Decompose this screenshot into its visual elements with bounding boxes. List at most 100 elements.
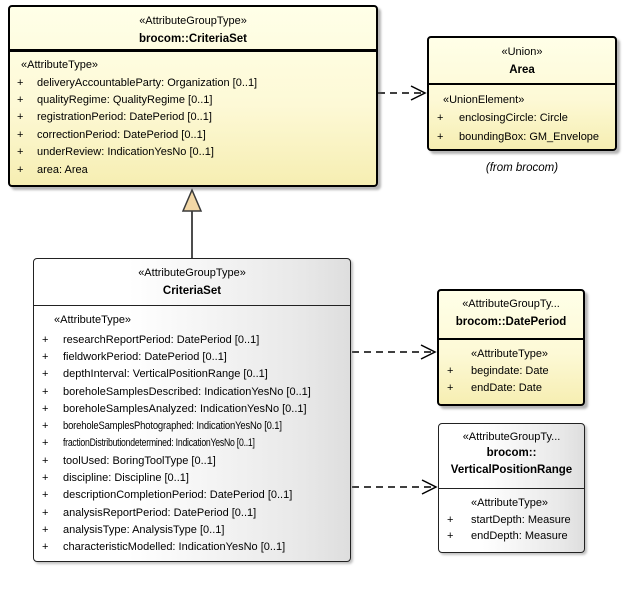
class-stereotype: «AttributeGroupType»: [138, 267, 246, 279]
class-stereotype: «AttributeGroupTy...: [462, 298, 560, 310]
attribute-text: correctionPeriod: DatePeriod [0..1]: [37, 128, 206, 141]
attribute-text: boreholeSamplesAnalyzed: IndicationYesNo…: [63, 402, 307, 415]
dependency-arrow-area[interactable]: [378, 85, 427, 101]
visibility-plus: +: [42, 454, 49, 467]
attribute-text: analysisReportPeriod: DatePeriod [0..1]: [63, 506, 257, 519]
attribute-row: +fractionDistributiondetermined: Indicat…: [42, 435, 350, 452]
attribute-text: begindate: Date: [471, 365, 549, 378]
visibility-plus: +: [17, 94, 24, 107]
attribute-row: +endDate: Date: [447, 380, 583, 397]
attribute-row: + endDepth: Measure: [447, 528, 584, 544]
attribute-row: +analysisReportPeriod: DatePeriod [0..1]: [42, 504, 350, 521]
attribute-row: + researchReportPeriod: DatePeriod [0..1]: [42, 331, 350, 348]
attribute-row: + boreholeSamplesAnalyzed: IndicationYesN…: [42, 400, 350, 417]
section-label: «AttributeType»: [471, 497, 549, 509]
attribute-row: + boreholeSamplesDescribed: IndicationYes…: [42, 383, 350, 400]
visibility-plus: +: [17, 76, 24, 89]
attribute-text: endDepth: Measure: [471, 530, 568, 542]
attribute-text: area: Area: [37, 163, 88, 176]
attribute-text: boreholeSamplesPhotographed: IndicationY…: [63, 420, 282, 433]
dependency-arrow-dateperiod[interactable]: [352, 344, 437, 360]
attribute-row: + characteristicModelled: IndicationYesNo…: [42, 539, 350, 556]
attribute-row: + analysisType: AnalysisType [0..1]: [42, 521, 350, 538]
attribute-text: descriptionCompletionPeriod: DatePeriod …: [63, 489, 293, 502]
attribute-text: analysisType: AnalysisType [0..1]: [63, 523, 225, 536]
attribute-row: + boundingBox: GM_Envelope: [437, 128, 615, 147]
visibility-plus: +: [42, 523, 49, 536]
attribute-row: + area: Area: [17, 161, 376, 178]
attribute-row: + startDepth: Measure: [447, 512, 584, 528]
class-stereotype: «Union»: [501, 46, 543, 58]
attribute-compartment: «AttributeType» + researchReportPeriod: D…: [34, 306, 350, 556]
visibility-plus: +: [17, 163, 24, 176]
visibility-plus: +: [447, 381, 454, 394]
visibility-plus: +: [447, 530, 454, 542]
attribute-text: researchReportPeriod: DatePeriod [0..1]: [63, 333, 260, 346]
class-box-brocom-verticalpositionrange[interactable]: «AttributeGroupTy... brocom:: VerticalPo…: [438, 423, 585, 553]
visibility-plus: +: [447, 365, 454, 378]
class-name: CriteriaSet: [162, 285, 222, 297]
attribute-row: + descriptionCompletionPeriod: DatePeriod…: [42, 487, 350, 504]
attribute-text: enclosingCircle: Circle: [459, 112, 568, 125]
class-box-area[interactable]: «Union» Area «UnionElement» + enclosingCi…: [427, 36, 617, 151]
attribute-text: boreholeSamplesDescribed: IndicationYesN…: [63, 385, 311, 398]
visibility-plus: +: [447, 514, 454, 526]
class-name-line2: VerticalPositionRange: [450, 463, 573, 476]
section-label: «UnionElement»: [443, 94, 525, 106]
class-name: Area: [509, 64, 535, 76]
attribute-text: depthInterval: VerticalPositionRange [0.…: [63, 368, 268, 381]
attribute-text: discipline: Discipline [0..1]: [63, 472, 189, 485]
class-header: «Union» Area: [429, 38, 615, 85]
generalization-arrow[interactable]: [181, 188, 203, 258]
attribute-text: boundingBox: GM_Envelope: [459, 130, 600, 143]
class-stereotype: «AttributeGroupType»: [139, 15, 247, 27]
attribute-row: + enclosingCircle: Circle: [437, 109, 615, 128]
attribute-row: + correctionPeriod: DatePeriod [0..1]: [17, 126, 376, 143]
attribute-text: fractionDistributiondetermined: Indicati…: [63, 437, 255, 450]
attribute-text: deliveryAccountableParty: Organization […: [37, 76, 258, 89]
attribute-text: qualityRegime: QualityRegime [0..1]: [37, 94, 213, 107]
visibility-plus: +: [17, 128, 24, 141]
class-name: brocom::DatePeriod: [455, 316, 567, 328]
class-box-brocom-dateperiod[interactable]: «AttributeGroupTy... brocom::DatePeriod …: [437, 289, 585, 406]
visibility-plus: +: [17, 146, 24, 159]
visibility-plus: +: [42, 420, 49, 433]
attribute-text: startDepth: Measure: [471, 514, 571, 526]
class-header: «AttributeGroupTy... brocom:: VerticalPo…: [439, 424, 584, 489]
visibility-plus: +: [42, 541, 49, 554]
attribute-compartment: «AttributeType» + deliveryAccountablePart…: [10, 52, 376, 178]
attribute-row: + begindate: Date: [447, 363, 583, 380]
attribute-row: + deliveryAccountableParty: Organization …: [17, 74, 376, 91]
attribute-text: registrationPeriod: DatePeriod [0..1]: [37, 111, 212, 124]
attribute-row: +depthInterval: VerticalPositionRange [0…: [42, 366, 350, 383]
class-name: brocom::CriteriaSet: [139, 33, 247, 45]
attribute-row: +underReview: IndicationYesNo [0..1]: [17, 144, 376, 161]
attribute-compartment: «UnionElement» +enclosingCircle: Circle …: [429, 85, 615, 146]
section-label: «AttributeType»: [21, 59, 99, 71]
attribute-text: characteristicModelled: IndicationYesNo …: [63, 541, 286, 554]
attribute-row: + boreholeSamplesPhotographed: Indication…: [42, 417, 350, 434]
visibility-plus: +: [42, 385, 49, 398]
visibility-plus: +: [42, 472, 49, 485]
attribute-row: + discipline: Discipline [0..1]: [42, 469, 350, 486]
attribute-row: + qualityRegime: QualityRegime [0..1]: [17, 91, 376, 108]
section-label: «AttributeType»: [54, 314, 132, 326]
class-box-criteriaset[interactable]: «AttributeGroupType» CriteriaSet «Attrib…: [33, 258, 351, 562]
dependency-arrow-verticalpositionrange[interactable]: [352, 479, 438, 495]
class-header: «AttributeGroupTy... brocom::DatePeriod: [439, 291, 583, 340]
visibility-plus: +: [42, 489, 49, 502]
from-brocom-note: (from brocom): [485, 162, 559, 174]
class-box-brocom-criteriaset[interactable]: «AttributeGroupType» brocom::CriteriaSet…: [8, 5, 378, 187]
attribute-text: fieldworkPeriod: DatePeriod [0..1]: [63, 350, 227, 363]
class-name-line1: brocom::: [486, 447, 537, 459]
visibility-plus: +: [42, 333, 49, 346]
visibility-plus: +: [42, 402, 49, 415]
visibility-plus: +: [437, 112, 444, 125]
attribute-row: + fieldworkPeriod: DatePeriod [0..1]: [42, 348, 350, 365]
visibility-plus: +: [437, 130, 444, 143]
attribute-compartment: «AttributeType» +begindate: Date +endDat…: [439, 340, 583, 396]
visibility-plus: +: [42, 350, 49, 363]
class-header: «AttributeGroupType» CriteriaSet: [34, 259, 350, 306]
